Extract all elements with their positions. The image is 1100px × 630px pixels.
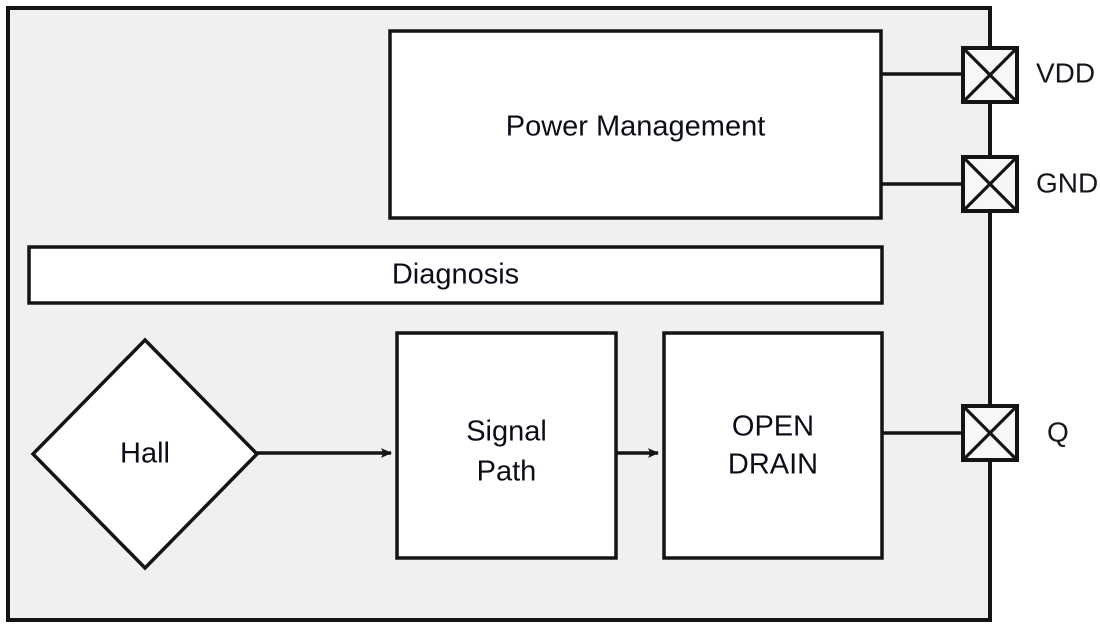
block-signal-path-label-line-1: Signal [466,416,547,448]
block-diagnosis-label: Diagnosis [392,259,519,291]
pad-vdd-label: VDD [1036,57,1095,88]
pad-gnd-label: GND [1036,167,1098,198]
block-open-drain[interactable]: OPEN DRAIN [662,331,884,560]
block-open-drain-box[interactable] [662,331,884,560]
pad-q-label: Q [1047,416,1069,447]
pad-gnd[interactable]: GND [961,155,1098,213]
block-power-management-box[interactable] [388,29,883,220]
block-power-management[interactable]: Power Management [388,29,883,220]
pad-vdd[interactable]: VDD [961,46,1095,104]
block-hall-diamond[interactable] [30,337,260,571]
block-open-drain-label-line-1: OPEN [732,411,814,443]
connection-lines [257,72,966,458]
block-hall[interactable]: Hall [30,337,260,571]
crossed-square-icon [961,155,1019,213]
block-diagnosis[interactable]: Diagnosis [27,245,884,305]
block-signal-path-box[interactable] [395,331,618,560]
block-power-management-label: Power Management [506,111,766,143]
crossed-square-icon [961,46,1019,104]
pad-q[interactable]: Q [961,404,1069,462]
block-signal-path-label-line-2: Path [477,456,537,488]
block-diagnosis-box[interactable] [27,245,884,305]
block-hall-label: Hall [120,438,170,470]
block-open-drain-label-line-2: DRAIN [728,449,818,481]
crossed-square-icon [961,404,1019,462]
block-signal-path[interactable]: Signal Path [395,331,618,560]
